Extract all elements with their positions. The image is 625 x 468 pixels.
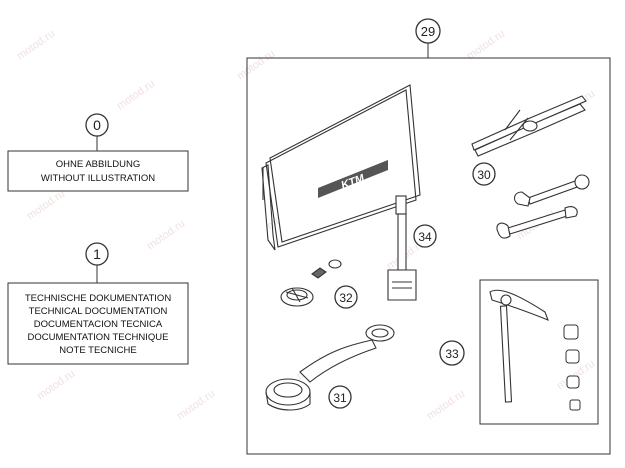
watermark-text: motod.ru (235, 48, 277, 83)
callout-30-number: 30 (477, 168, 491, 182)
socket-extension-illustration (387, 195, 417, 301)
box-text-line: DOCUMENTATION TECHNIQUE (28, 332, 169, 343)
bit-set-frame (479, 279, 599, 425)
box-text-line: TECHNICAL DOCUMENTATION (29, 306, 168, 317)
without-illustration-box (7, 150, 189, 192)
pliers-illustration (471, 95, 587, 157)
callout-34-number: 34 (418, 230, 432, 244)
callout-31-number: 31 (333, 391, 347, 405)
watermark-text: motod.ru (145, 218, 187, 253)
callout-31-group: 31 (328, 385, 352, 409)
watermark-text: motod.ru (115, 78, 157, 113)
callout-32-number: 32 (339, 291, 353, 305)
watermark-text: motod.ru (15, 28, 57, 63)
callout-29-group: 29 (246, 18, 611, 455)
box-text-line: WITHOUT ILLUSTRATION (41, 173, 155, 184)
hook-spanner-illustration (265, 324, 395, 411)
wrench-illustration-upper (513, 174, 590, 207)
callout-32-group: 32 (334, 285, 358, 309)
watermark-text: motod.ru (465, 28, 507, 63)
t-handle-illustration (489, 289, 549, 403)
toolkit-frame (246, 57, 611, 455)
watermark-text: motod.ru (25, 188, 67, 223)
box-text-line: OHNE ABBILDUNG (56, 159, 140, 170)
technical-documentation-box (7, 282, 189, 365)
wrench-illustration-lower (496, 206, 578, 239)
callout-1-number: 1 (93, 246, 101, 262)
callout-1-group: 1 TECHNISCHE DOKUMENTATION TECHNICAL DOC… (7, 242, 189, 365)
callout-34-group: 34 (413, 224, 437, 248)
callout-33-number: 33 (445, 347, 459, 361)
spring-cap-illustration (280, 259, 342, 307)
bit-set-group: 33 (439, 279, 599, 425)
callout-0-group: 0 OHNE ABBILDUNG WITHOUT ILLUSTRATION (7, 113, 189, 192)
callout-0-number: 0 (93, 117, 101, 133)
watermark-text: motod.ru (35, 368, 77, 403)
watermark-text: motod.ru (175, 388, 217, 423)
callout-30-group: 30 (472, 162, 496, 186)
callout-29-number: 29 (421, 24, 435, 39)
box-text-line: DOCUMENTACION TECNICA (34, 319, 163, 330)
watermark-text: motod.ru (425, 388, 467, 423)
owner-manual-illustration: KTM (261, 84, 421, 251)
box-text-line: NOTE TECNICHE (59, 345, 136, 356)
box-text-line: TECHNISCHE DOKUMENTATION (25, 293, 172, 304)
bit-sockets-illustration (563, 324, 581, 411)
